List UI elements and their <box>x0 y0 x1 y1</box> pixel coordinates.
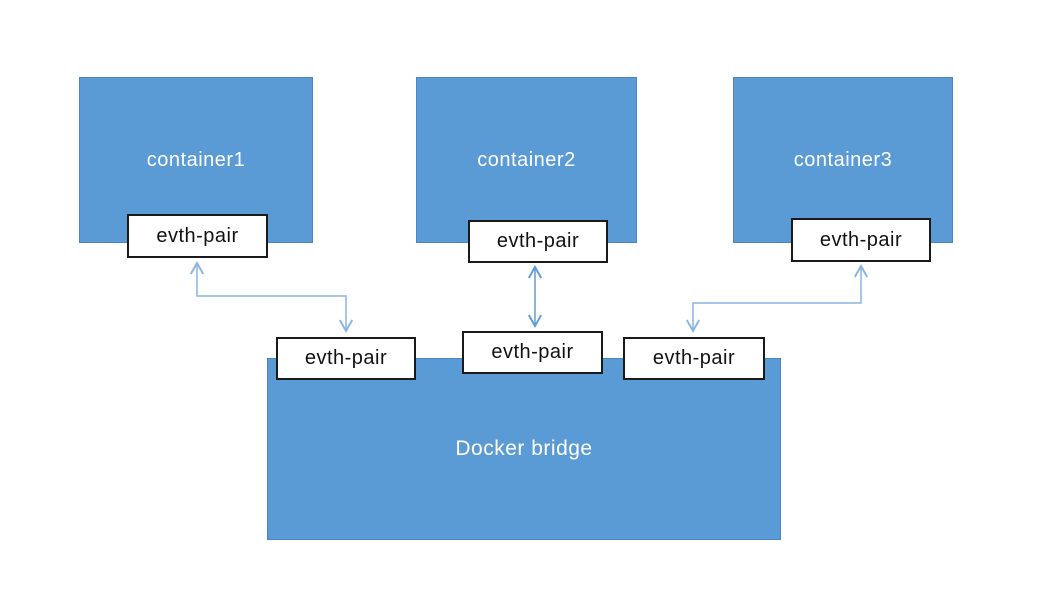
veth-pair-box-bridge-left: evth-pair <box>276 337 416 380</box>
veth-pair-label: evth-pair <box>819 228 903 251</box>
container3-label: container3 <box>793 148 893 171</box>
veth-pair-label: evth-pair <box>652 347 736 369</box>
veth-pair-label: evth-pair <box>304 347 388 369</box>
docker-bridge-box: Docker bridge <box>267 358 781 540</box>
veth-pair-label: evth-pair <box>156 224 239 247</box>
veth-pair-box-bridge-middle: evth-pair <box>462 331 603 374</box>
veth-pair-box-container3: evth-pair <box>791 218 931 262</box>
veth-pair-label: evth-pair <box>491 341 574 363</box>
veth-pair-label: evth-pair <box>496 230 580 252</box>
veth-pair-box-container1: evth-pair <box>127 214 268 258</box>
connector-container3-to-bridge <box>685 264 869 333</box>
veth-pair-box-bridge-right: evth-pair <box>623 337 765 380</box>
connector-container1-to-bridge <box>189 261 354 333</box>
container1-label: container1 <box>146 148 246 171</box>
container3-box: container3 <box>733 77 953 243</box>
container2-box: container2 <box>416 77 637 243</box>
container2-label: container2 <box>477 148 576 171</box>
docker-bridge-label: Docker bridge <box>455 437 593 460</box>
veth-pair-box-container2: evth-pair <box>468 220 608 263</box>
